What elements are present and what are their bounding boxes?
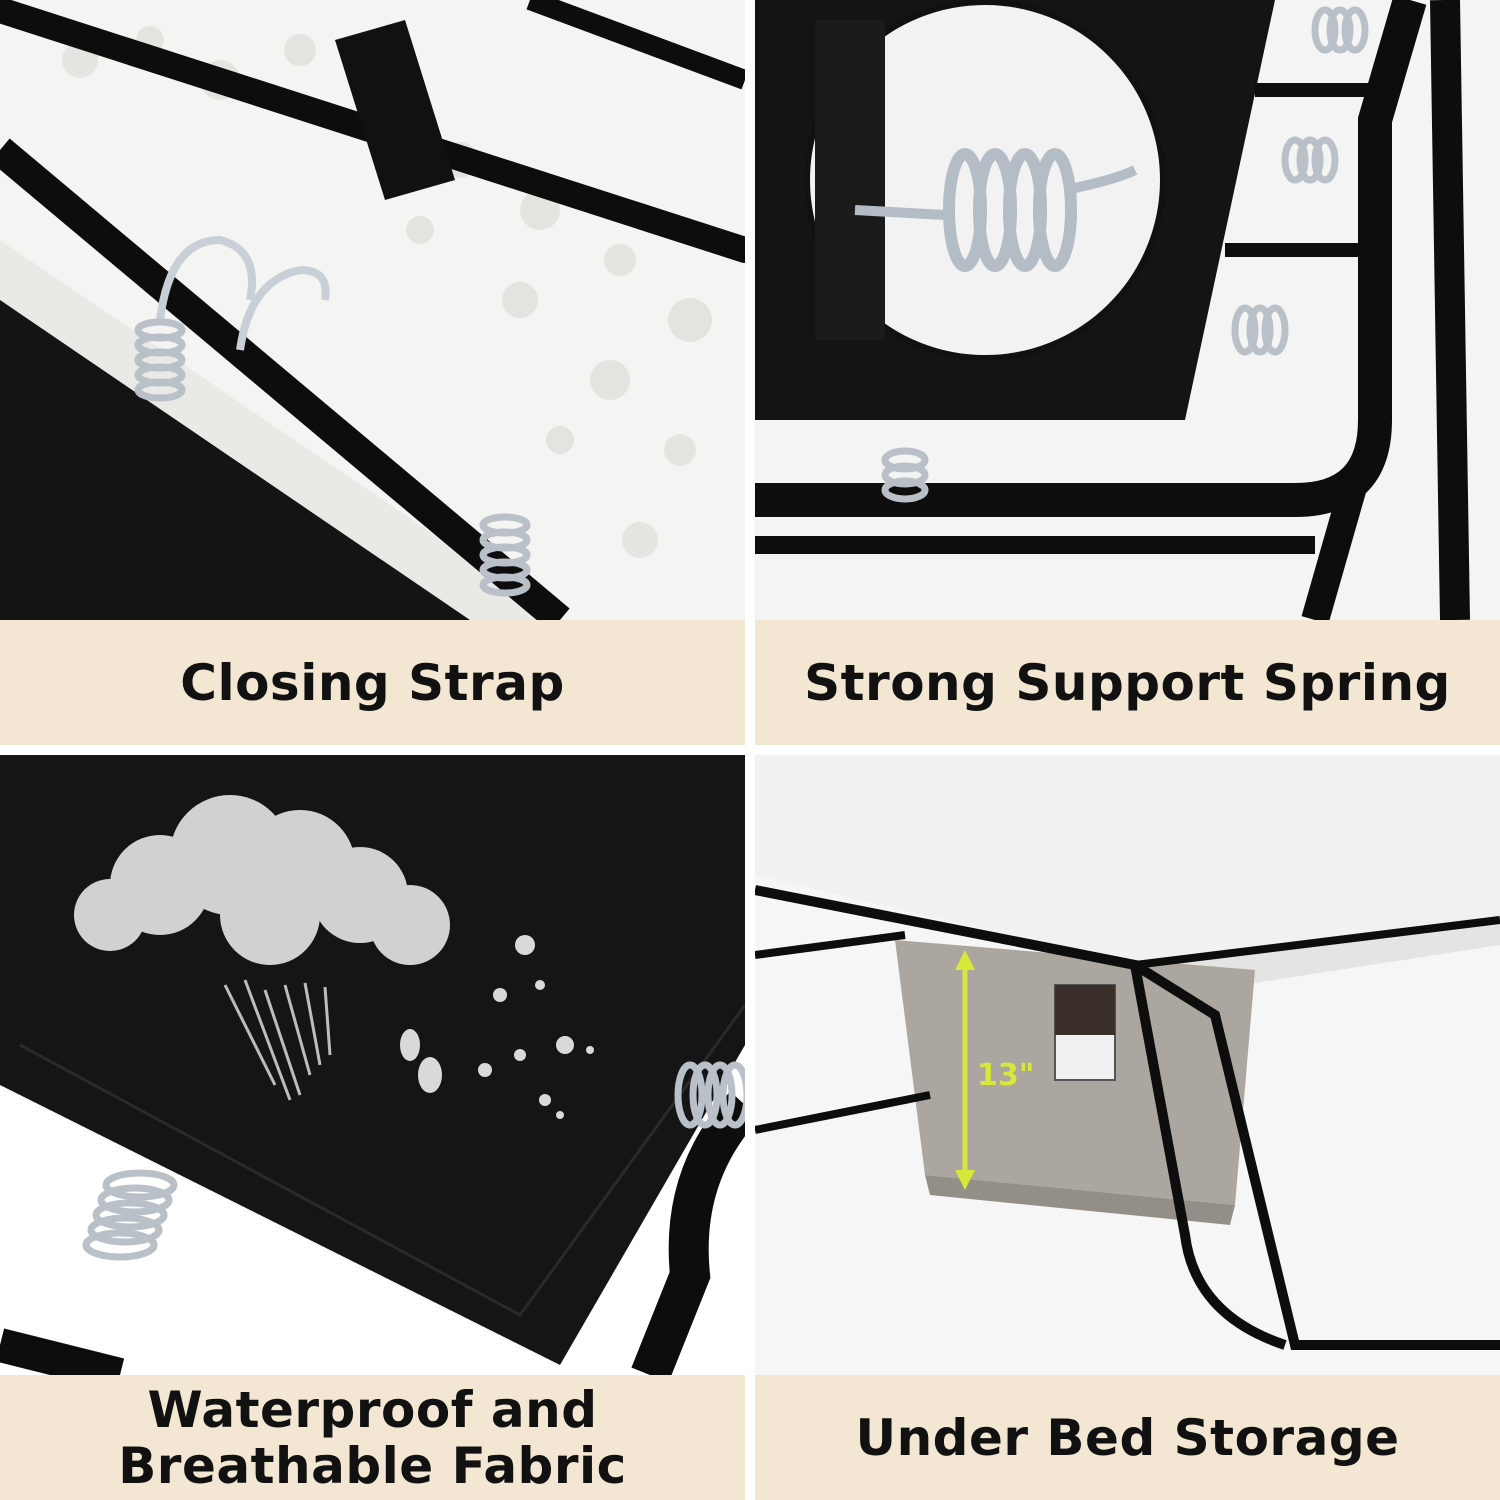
waterproof-fabric-photo xyxy=(0,755,745,1375)
spring-right xyxy=(674,1061,745,1129)
black-fabric xyxy=(0,300,470,620)
closing-strap-photo xyxy=(0,0,745,620)
hook xyxy=(156,235,256,321)
frame-tube-mid xyxy=(0,138,570,620)
foam-mattress xyxy=(755,755,1500,965)
spring-left xyxy=(134,318,186,402)
caption-text: Closing Strap xyxy=(180,653,565,712)
panel-closing-strap: Closing Strap xyxy=(0,0,745,745)
under-bed-storage-photo: 13" xyxy=(755,755,1500,1375)
caption-line-2: Breathable Fabric xyxy=(118,1436,627,1495)
panel-under-bed-storage: 13" Under Bed Storage xyxy=(755,755,1500,1500)
frame-rail xyxy=(755,0,1427,517)
spring-left xyxy=(82,1169,178,1261)
caption-text: Under Bed Storage xyxy=(855,1408,1400,1467)
bed-frame xyxy=(755,885,1500,1350)
magnified-spring xyxy=(943,148,1077,272)
panel-support-spring: Strong Support Spring xyxy=(755,0,1500,745)
cloud-icon xyxy=(74,795,450,965)
spring-1 xyxy=(1311,6,1369,54)
caption-text: Strong Support Spring xyxy=(804,653,1451,712)
caption-line-1: Waterproof and xyxy=(147,1380,598,1439)
measurement-label: 13" xyxy=(977,1058,1035,1093)
support-spring-photo xyxy=(755,0,1500,620)
rain-streaks-icon xyxy=(223,979,332,1101)
panel-waterproof-fabric: Waterproof and Breathable Fabric xyxy=(0,755,745,1500)
caption-waterproof-fabric: Waterproof and Breathable Fabric xyxy=(0,1375,745,1500)
spring-3 xyxy=(1231,304,1289,356)
caption-closing-strap: Closing Strap xyxy=(0,620,745,745)
water-droplets-icon xyxy=(400,935,594,1119)
spring-2 xyxy=(1281,136,1339,184)
caption-under-bed-storage: Under Bed Storage xyxy=(755,1375,1500,1500)
closing-strap xyxy=(335,20,455,200)
caption-text: Waterproof and Breathable Fabric xyxy=(118,1382,627,1494)
spring-4 xyxy=(881,447,929,503)
spring-right xyxy=(479,513,531,597)
foam-mattress xyxy=(0,0,745,620)
caption-support-spring: Strong Support Spring xyxy=(755,620,1500,745)
